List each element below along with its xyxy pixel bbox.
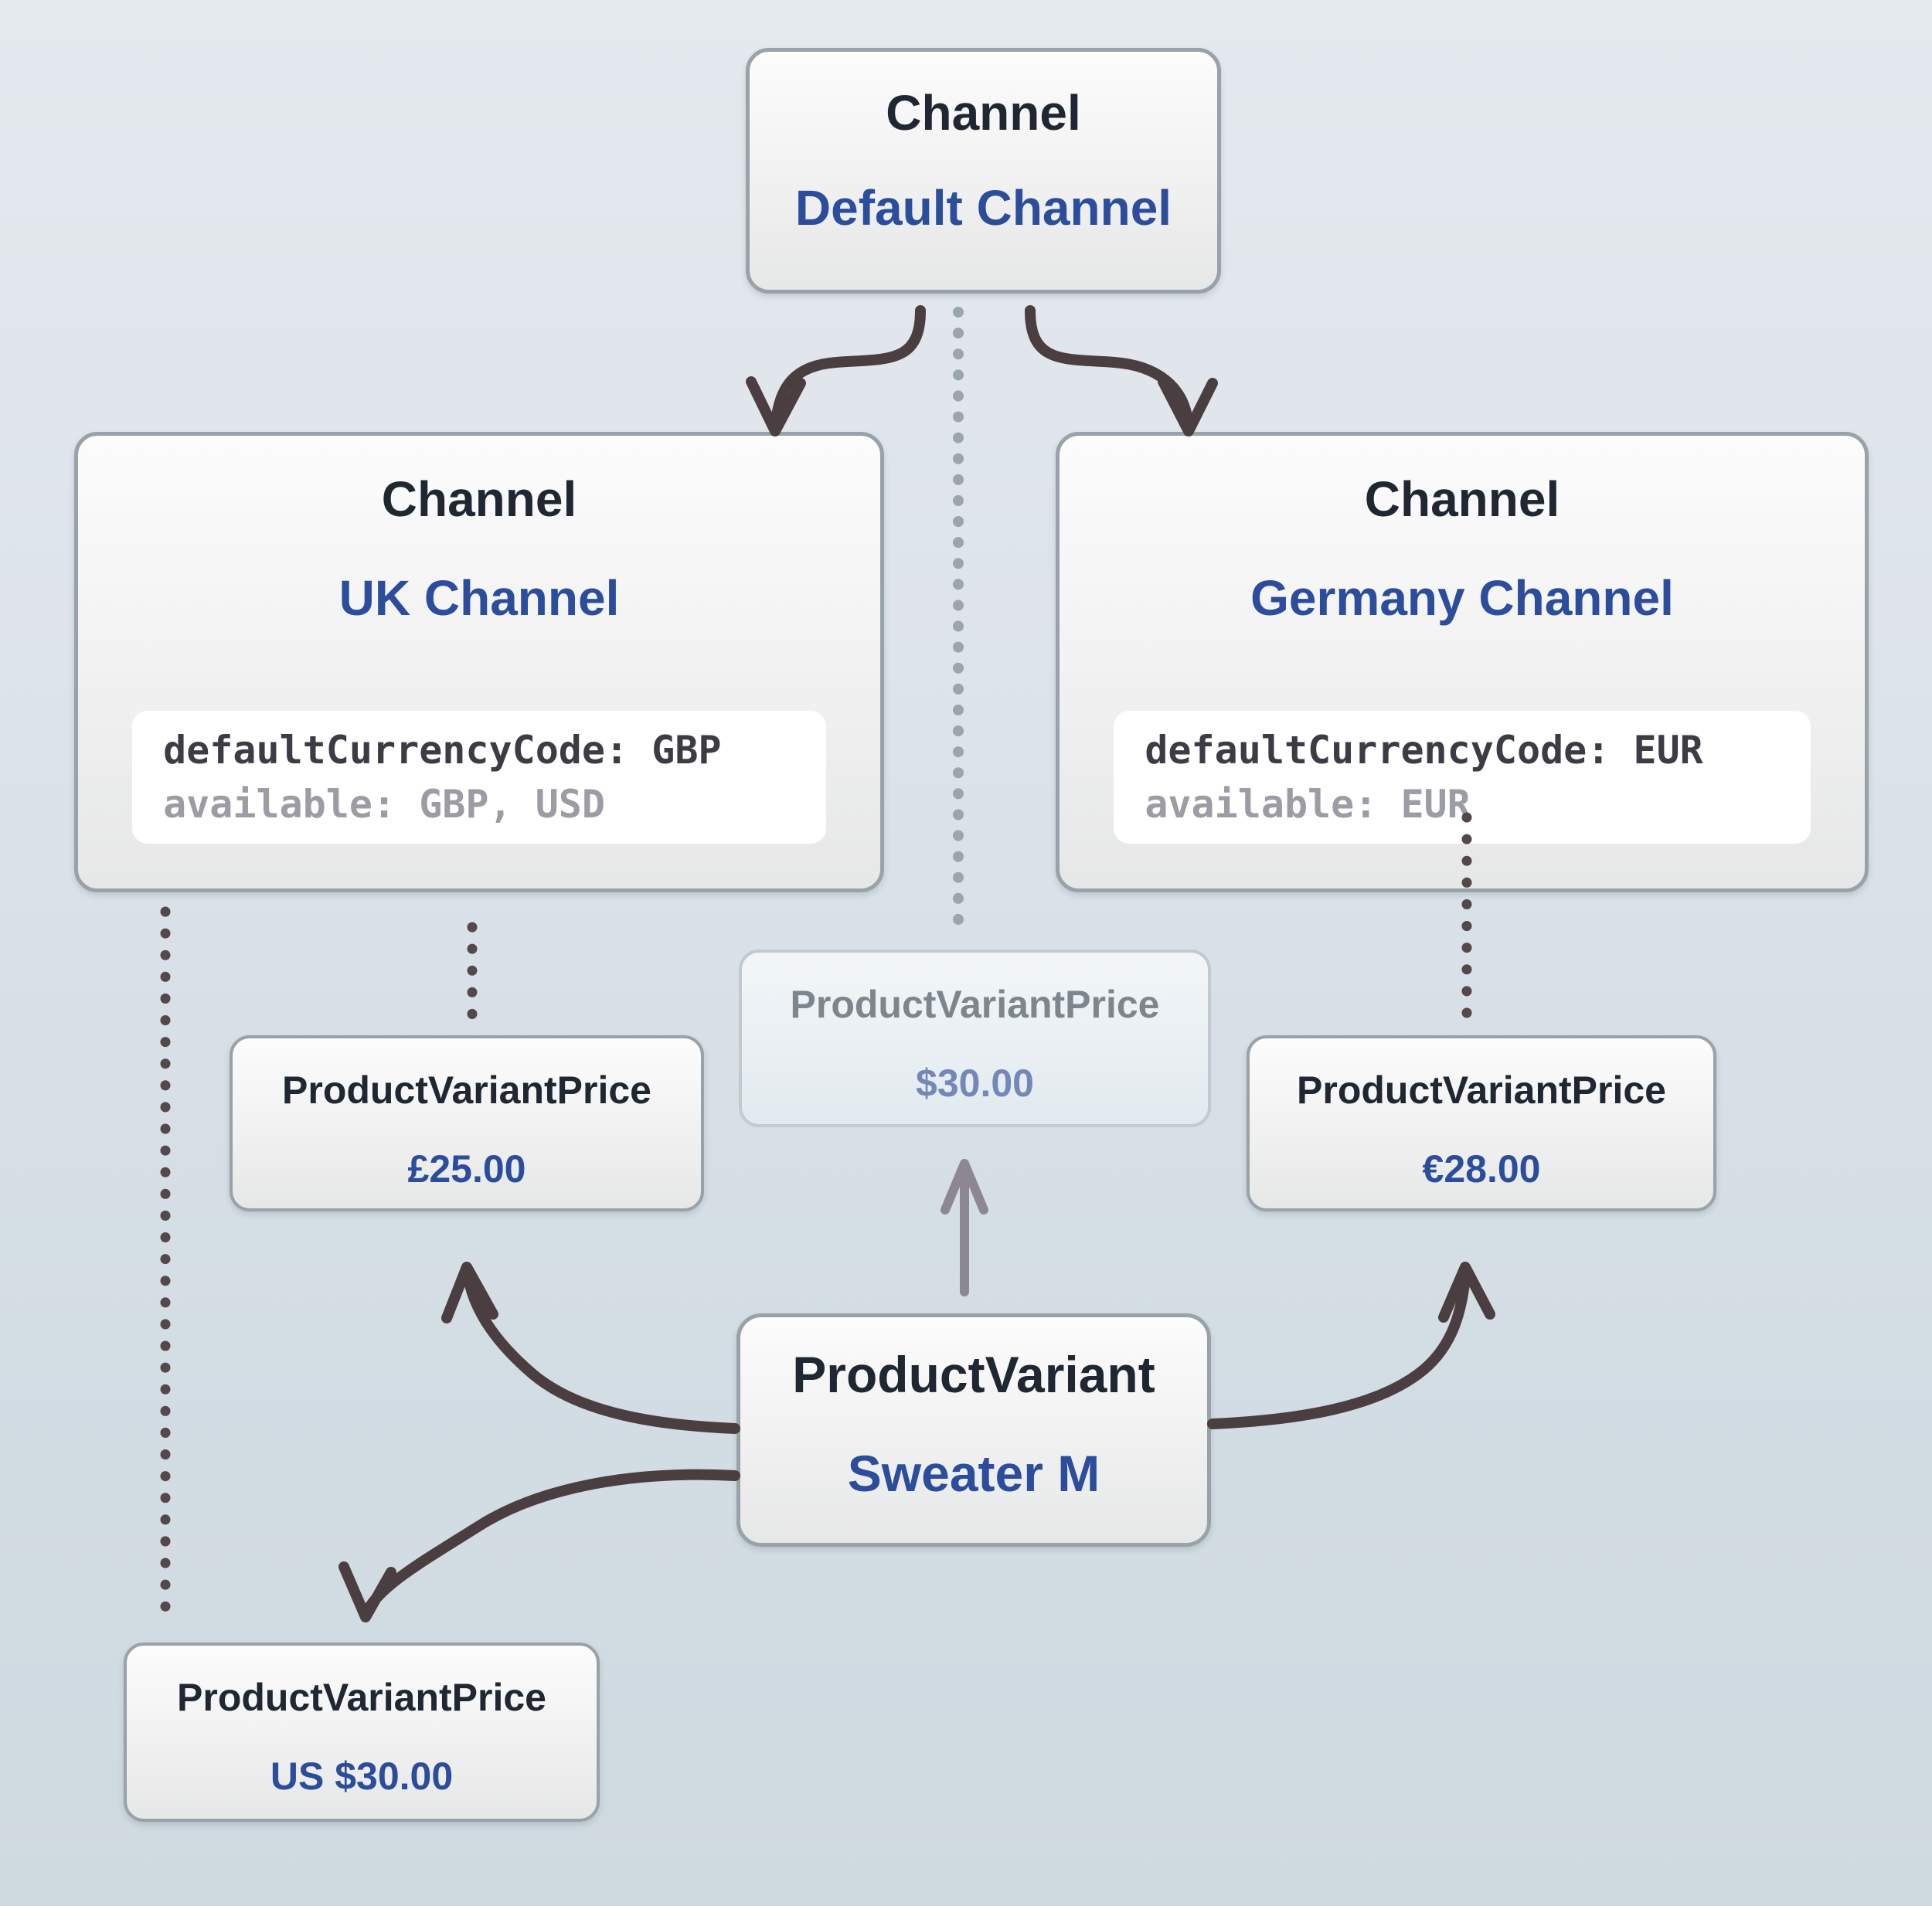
price-value: £25.00 <box>407 1147 526 1191</box>
edge-default-to-uk-arrow <box>746 305 926 437</box>
price-value: €28.00 <box>1422 1147 1541 1191</box>
edge-variant-to-gbp-arrow <box>441 1262 740 1434</box>
node-product-variant: ProductVariant Sweater M <box>736 1313 1211 1547</box>
node-type-label: Channel <box>886 85 1081 141</box>
node-gbp-price: ProductVariantPrice £25.00 <box>230 1035 704 1211</box>
node-default-channel: Channel Default Channel <box>746 48 1221 294</box>
node-uk-channel: Channel UK Channel defaultCurrencyCode: … <box>74 432 884 892</box>
node-type-label: Channel <box>1364 471 1560 527</box>
edge-default-to-germany-arrow <box>1025 305 1218 437</box>
node-type-label: ProductVariant <box>792 1346 1155 1403</box>
edge-variant-to-eur-arrow <box>1207 1262 1495 1429</box>
node-eur-price: ProductVariantPrice €28.00 <box>1247 1035 1716 1211</box>
node-type-label: ProductVariantPrice <box>790 983 1160 1026</box>
edge-variant-to-usd-arrow <box>338 1469 740 1622</box>
price-value: US $30.00 <box>270 1755 454 1798</box>
default-currency-line: defaultCurrencyCode: EUR <box>1145 728 1703 773</box>
node-entity-name: Default Channel <box>794 180 1172 236</box>
default-currency-line: defaultCurrencyCode: GBP <box>163 728 722 773</box>
node-entity-name: Germany Channel <box>1250 570 1674 626</box>
node-germany-channel: Channel Germany Channel defaultCurrencyC… <box>1056 432 1869 892</box>
node-type-label: Channel <box>381 471 577 527</box>
node-default-price-faded: ProductVariantPrice $30.00 <box>739 950 1211 1127</box>
node-entity-name: UK Channel <box>338 570 620 626</box>
currency-code-panel: defaultCurrencyCode: GBP available: GBP,… <box>132 711 826 844</box>
edge-variant-to-default-price-arrow <box>940 1159 988 1296</box>
currency-code-panel: defaultCurrencyCode: EUR available: EUR <box>1114 711 1811 844</box>
node-entity-name: Sweater M <box>847 1445 1100 1502</box>
available-currencies-line: available: EUR <box>1145 782 1471 827</box>
node-type-label: ProductVariantPrice <box>177 1676 546 1719</box>
node-usd-price: ProductVariantPrice US $30.00 <box>124 1643 600 1822</box>
available-currencies-line: available: GBP, USD <box>163 782 606 827</box>
price-value: $30.00 <box>916 1062 1034 1105</box>
node-type-label: ProductVariantPrice <box>1297 1069 1666 1112</box>
node-type-label: ProductVariantPrice <box>282 1069 651 1112</box>
